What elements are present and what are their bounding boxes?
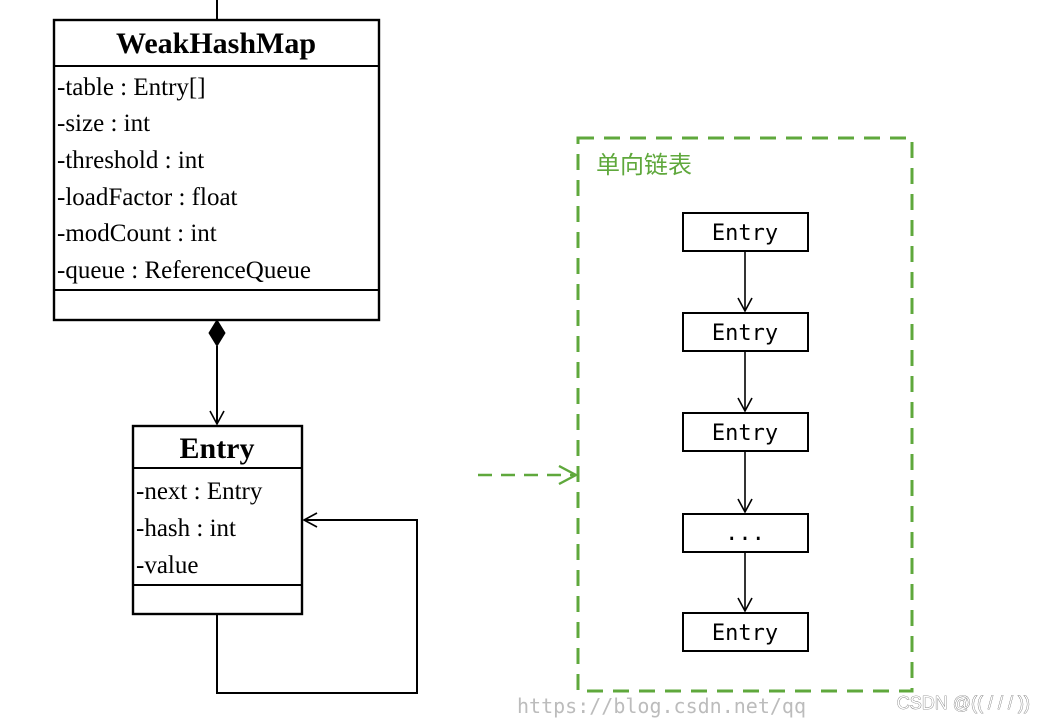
list-node-label: Entry <box>712 221 778 246</box>
linked-list-frame <box>576 136 914 693</box>
composition-connector <box>208 319 226 426</box>
weakhashmap-field-queue: -queue : ReferenceQueue <box>57 257 311 284</box>
weakhashmap-field-threshold: -threshold : int <box>57 147 204 174</box>
list-node-label: ... <box>725 521 765 546</box>
linked-list-group: 单向链表 Entry Entry Entry ... Entry <box>576 136 914 693</box>
list-node-label: Entry <box>712 621 778 646</box>
entry-field-hash: -hash : int <box>136 515 236 542</box>
weakhashmap-field-modcount: -modCount : int <box>57 220 217 247</box>
composition-diamond <box>208 319 226 347</box>
entry-title: Entry <box>180 432 255 465</box>
weakhashmap-field-table: -table : Entry[] <box>57 74 206 101</box>
csdn-credit: CSDN @(( / / / )) <box>897 693 1030 713</box>
weakhashmap-field-loadfactor: -loadFactor : float <box>57 184 238 211</box>
linked-list-label: 单向链表 <box>596 151 692 179</box>
watermark-url: https://blog.csdn.net/qq <box>517 694 806 718</box>
weakhashmap-title: WeakHashMap <box>116 27 316 60</box>
entry-field-value: -value <box>136 552 198 579</box>
self-reference-loop <box>216 512 418 694</box>
entry-class: Entry -next : Entry -hash : int -value <box>131 424 304 616</box>
weakhashmap-class: WeakHashMap -table : Entry[] -size : int… <box>52 18 381 322</box>
entry-field-next: -next : Entry <box>136 478 263 505</box>
list-node-label: Entry <box>712 321 778 346</box>
list-node-box <box>682 612 809 652</box>
weakhashmap-field-size: -size : int <box>57 110 150 137</box>
list-node-label: Entry <box>712 421 778 446</box>
